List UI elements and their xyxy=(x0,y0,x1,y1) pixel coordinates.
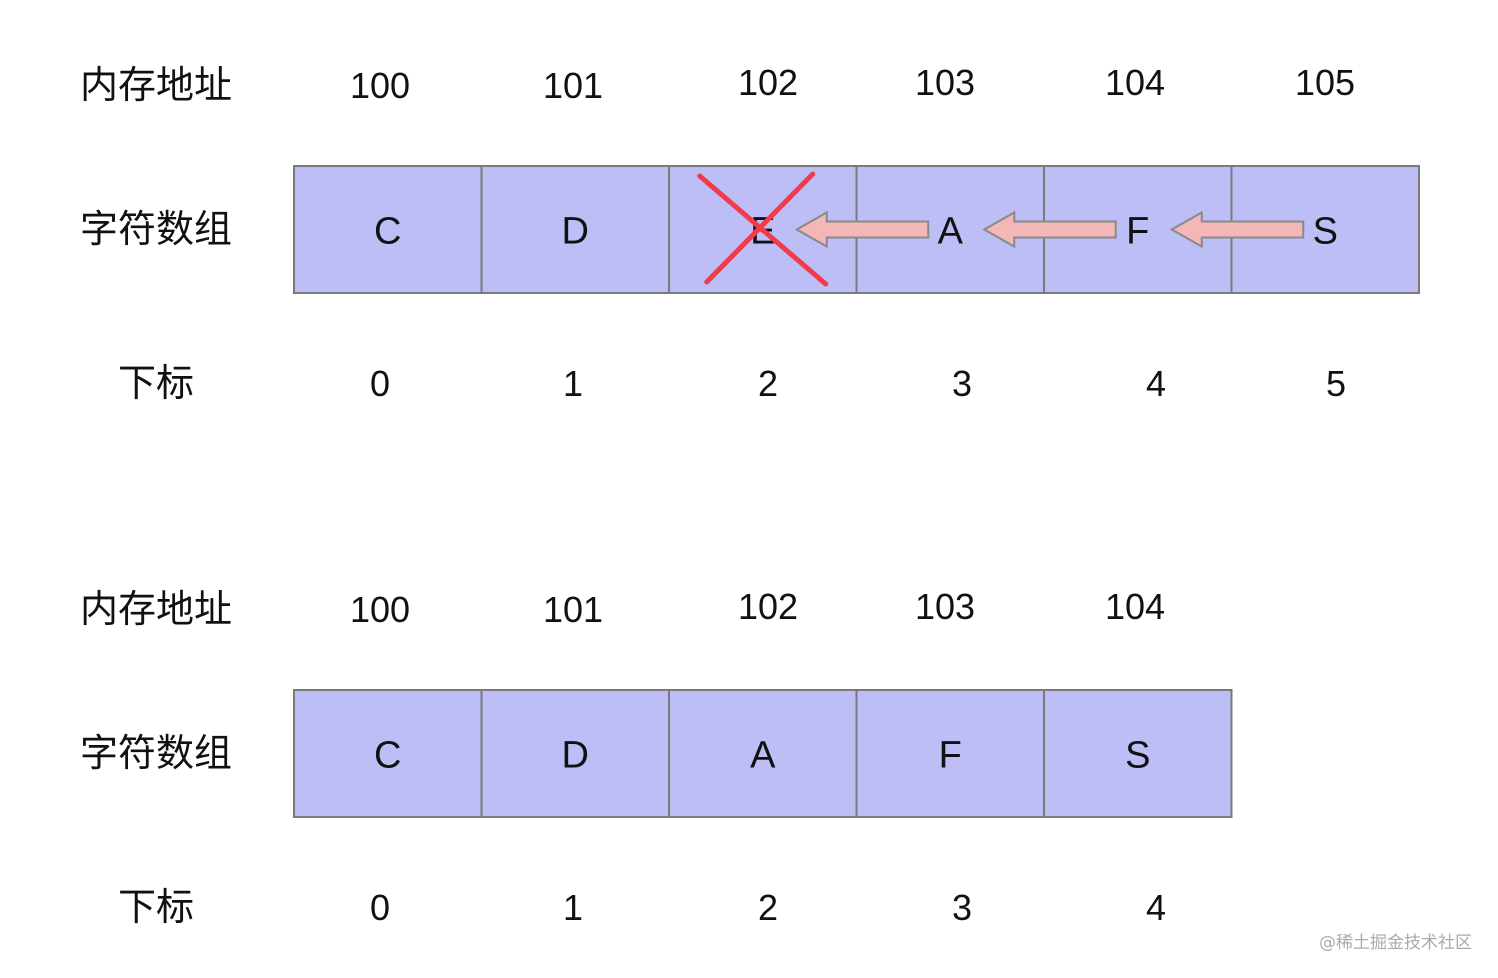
address-label: 102 xyxy=(738,62,798,103)
after-address-label: 内存地址 xyxy=(80,587,232,631)
address-label: 103 xyxy=(915,586,975,627)
before-array-label: 字符数组 xyxy=(80,207,232,251)
array-cell xyxy=(293,165,483,294)
address-label: 103 xyxy=(915,62,975,103)
array-cell xyxy=(1043,689,1233,818)
address-label: 100 xyxy=(350,65,410,106)
index-label: 5 xyxy=(1326,363,1346,404)
index-label: 0 xyxy=(370,887,390,928)
array-cell-value: D xyxy=(562,211,589,253)
address-label: 101 xyxy=(543,589,603,630)
address-label: 100 xyxy=(350,589,410,630)
after-index-label: 下标 xyxy=(118,885,194,929)
after-address-row: 100 101 102 103 104 xyxy=(350,586,1165,630)
address-label: 102 xyxy=(738,586,798,627)
shift-left-arrow xyxy=(794,210,930,249)
array-cell-value: S xyxy=(1313,211,1338,253)
cross-mark-stroke xyxy=(697,173,829,287)
deleted-element-cross xyxy=(697,171,829,287)
array-cell xyxy=(480,689,670,818)
array-cell-value: A xyxy=(938,211,964,253)
index-label: 1 xyxy=(563,887,583,928)
before-address-label: 内存地址 xyxy=(80,63,232,107)
after-array-label: 字符数组 xyxy=(80,731,232,775)
before-index-row: 0 1 2 3 4 5 xyxy=(370,363,1346,404)
array-cell-value: S xyxy=(1125,735,1150,777)
array-cell-value: D xyxy=(562,735,589,777)
array-cell xyxy=(1230,165,1420,294)
before-index-label: 下标 xyxy=(118,361,194,405)
index-label: 0 xyxy=(370,363,390,404)
array-cell-value: C xyxy=(374,735,401,777)
cross-mark-stroke xyxy=(704,171,816,285)
index-label: 2 xyxy=(758,363,778,404)
after-section: 内存地址 字符数组 下标 100 101 102 103 104 C D A F S 0 1 2 3 4 xyxy=(80,586,1233,929)
index-label: 4 xyxy=(1146,887,1166,928)
array-cell-value: F xyxy=(939,735,962,777)
watermark: @稀土掘金技术社区 xyxy=(1319,933,1472,953)
address-label: 105 xyxy=(1295,62,1355,103)
address-label: 101 xyxy=(543,65,603,106)
index-label: 4 xyxy=(1146,363,1166,404)
array-cell-value: C xyxy=(374,211,401,253)
index-label: 1 xyxy=(563,363,583,404)
array-cell xyxy=(668,689,858,818)
array-cell xyxy=(293,689,483,818)
before-address-row: 100 101 102 103 104 105 xyxy=(350,62,1355,106)
array-cell xyxy=(855,689,1045,818)
array-cell-value: F xyxy=(1126,211,1149,253)
index-label: 3 xyxy=(952,363,972,404)
address-label: 104 xyxy=(1105,62,1165,103)
array-cell-value: A xyxy=(750,735,776,777)
array-cell xyxy=(480,165,670,294)
shift-left-arrow xyxy=(982,210,1117,249)
address-label: 104 xyxy=(1105,586,1165,627)
after-index-row: 0 1 2 3 4 xyxy=(370,887,1166,928)
before-shift-arrows xyxy=(794,210,1305,249)
index-label: 3 xyxy=(952,887,972,928)
shift-left-arrow xyxy=(1169,210,1305,249)
index-label: 2 xyxy=(758,887,778,928)
